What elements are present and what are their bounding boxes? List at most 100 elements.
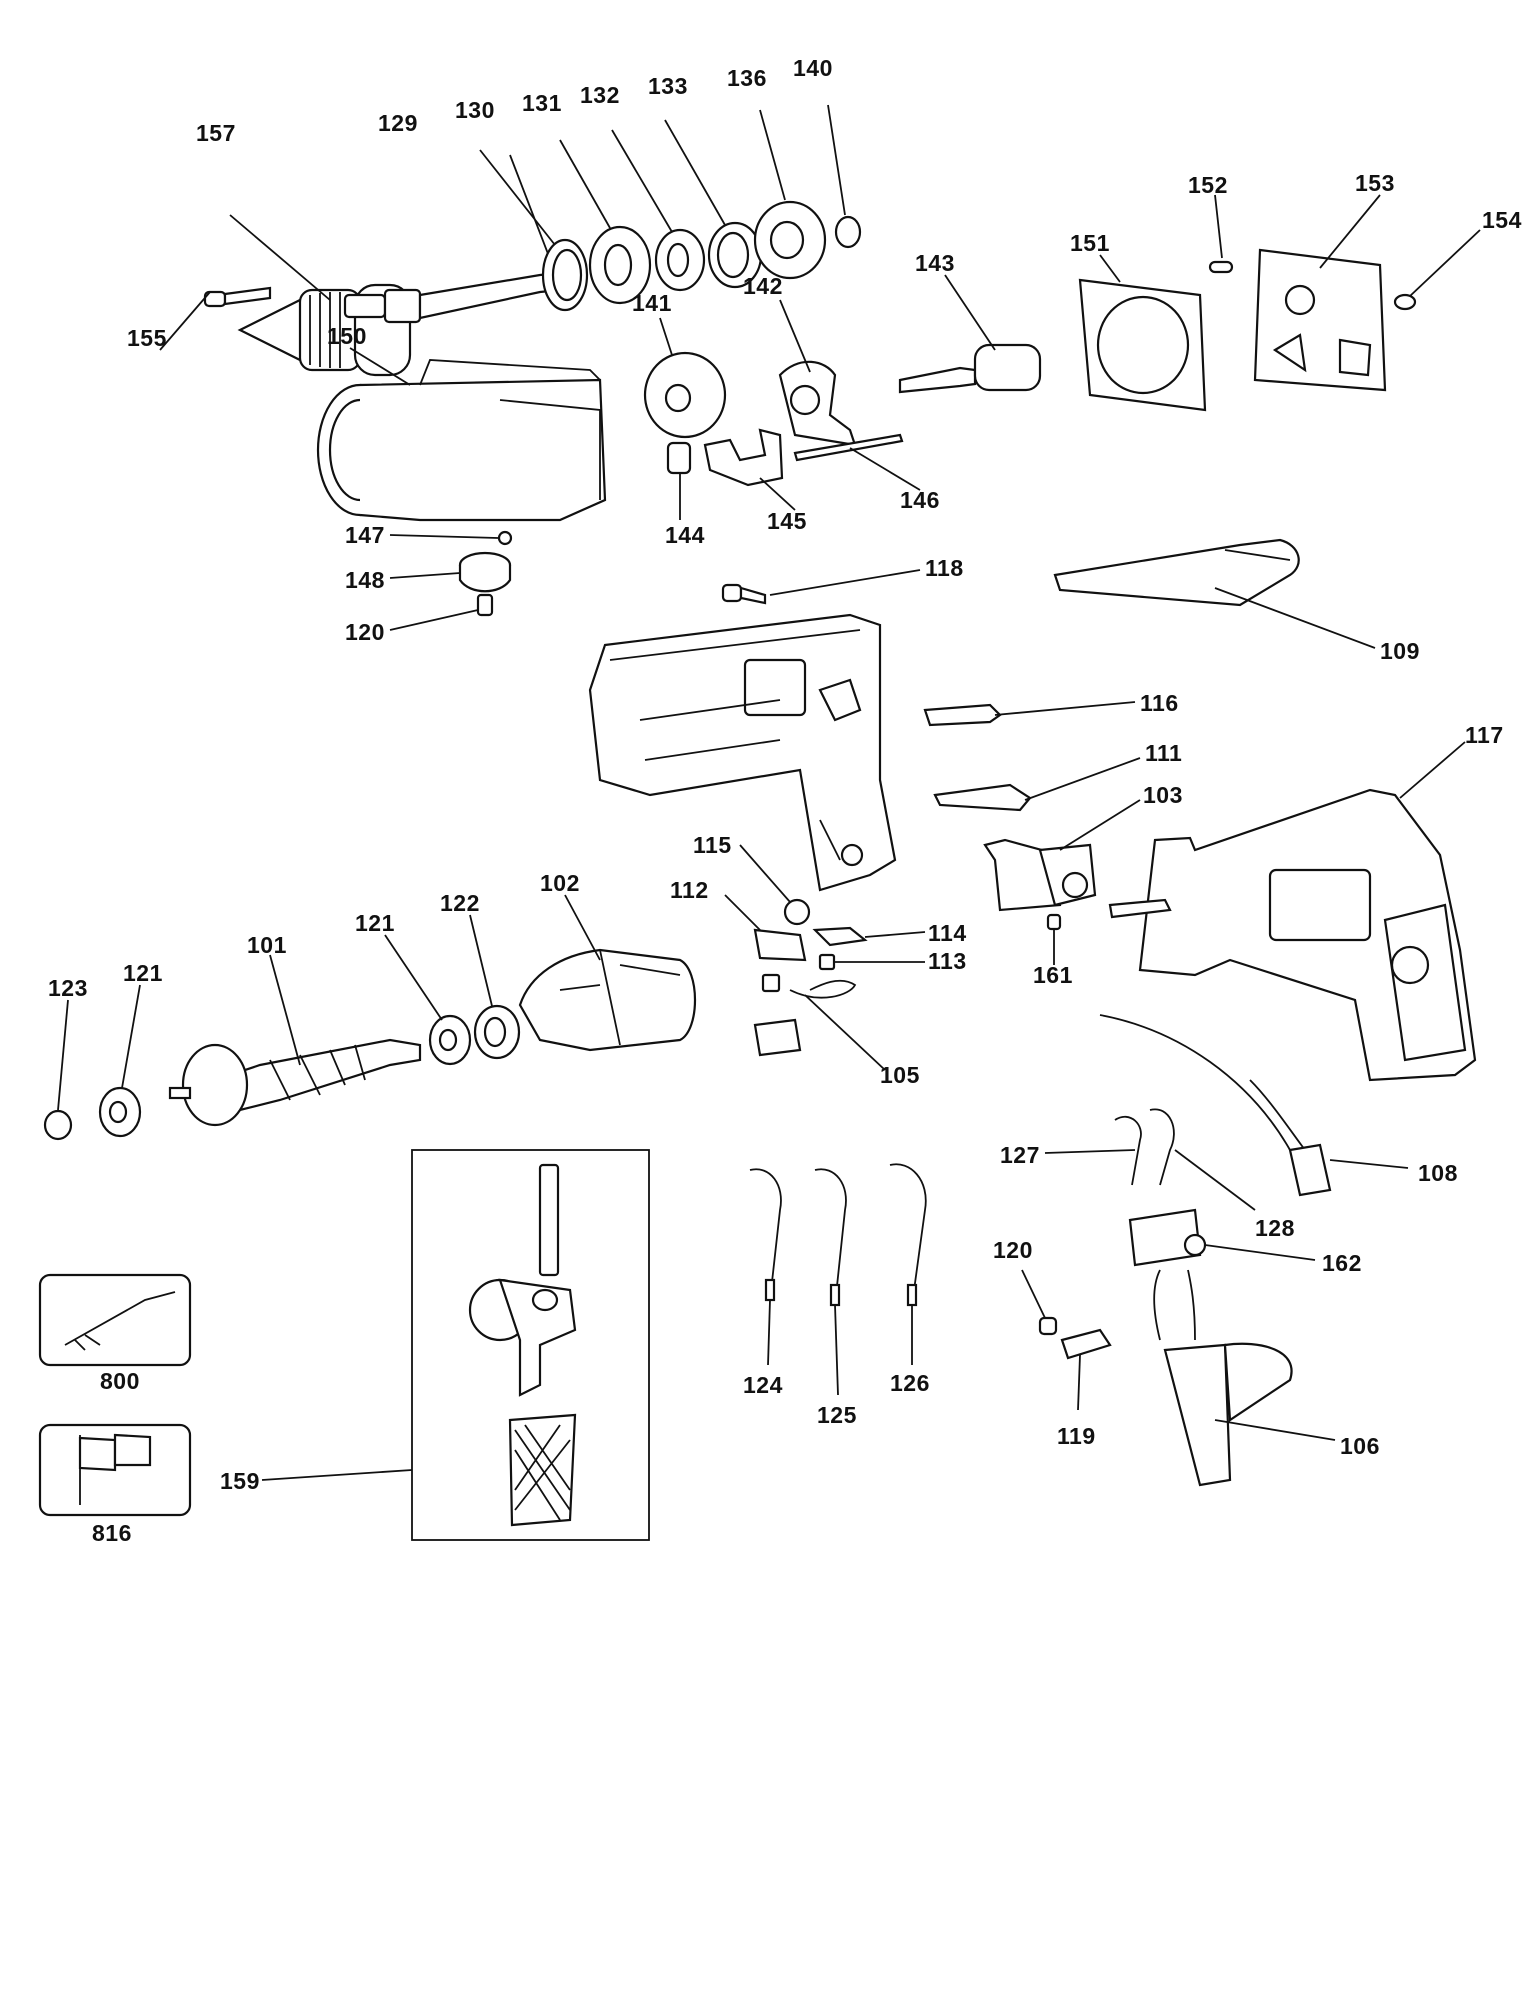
part-140-retaining-ring: [827, 104, 862, 249]
part-117-housing-right: [1108, 741, 1477, 1082]
callout-128: 128: [1255, 1215, 1295, 1241]
callout-117: 117: [1465, 722, 1504, 748]
part-106-cord-protector: [1153, 1269, 1336, 1487]
part-122-bearing: [469, 914, 521, 1060]
part-159-side-handle-assembly: [261, 1149, 650, 1541]
part-133-ring: [664, 119, 763, 289]
part-126-lead: [889, 1163, 927, 1365]
part-141-gear: [643, 317, 727, 439]
callout-130: 130: [455, 97, 495, 123]
part-153-gear-plate: [1253, 194, 1387, 392]
callout-816: 816: [92, 1520, 132, 1546]
callout-121-a: 121: [355, 910, 395, 936]
part-108-cord: [1099, 1014, 1409, 1197]
callout-127: 127: [1000, 1142, 1040, 1168]
callout-140: 140: [793, 55, 833, 81]
callout-122: 122: [440, 890, 480, 916]
callout-145: 145: [767, 508, 807, 534]
callout-143: 143: [915, 250, 955, 276]
part-128-lead: [1149, 1108, 1256, 1211]
part-161-screw: [1046, 913, 1062, 965]
part-109-nameplate: [1053, 538, 1376, 649]
part-162-terminal-block: [1128, 1208, 1316, 1267]
part-116-switch-actuator: [923, 701, 1136, 727]
callout-124: 124: [743, 1372, 783, 1398]
callout-125: 125: [817, 1402, 857, 1428]
callout-150: 150: [327, 323, 367, 349]
callout-151: 151: [1070, 230, 1110, 256]
callout-800: 800: [100, 1368, 140, 1394]
callout-123: 123: [48, 975, 88, 1001]
part-150-gear-case: [316, 347, 607, 522]
part-148-knob: [389, 551, 512, 593]
part-142-shift-lever: [778, 299, 857, 447]
part-112-brush-holder: [724, 894, 807, 962]
part-145-bracket: [703, 428, 796, 511]
callout-121-b: 121: [123, 960, 163, 986]
part-114-terminal: [812, 926, 926, 947]
callout-155: 155: [127, 325, 167, 351]
callout-120-b: 120: [993, 1237, 1033, 1263]
part-136-ball-bearing: [753, 109, 827, 280]
callout-106: 106: [1340, 1433, 1380, 1459]
callout-111: 111: [1145, 740, 1183, 766]
part-125-lead: [814, 1168, 847, 1396]
callout-105: 105: [880, 1062, 920, 1088]
part-121-bearing-b: [98, 984, 142, 1138]
callout-131: 131: [522, 90, 562, 116]
part-130-ring: [479, 149, 589, 312]
part-147-ball: [389, 530, 513, 546]
callout-133: 133: [648, 73, 688, 99]
callout-141: 141: [632, 290, 672, 316]
callout-119: 119: [1057, 1423, 1096, 1449]
callout-113: 113: [928, 948, 967, 974]
callout-157: 157: [196, 120, 236, 146]
part-800-accessory-tool: [38, 1273, 192, 1367]
callout-103: 103: [1143, 782, 1183, 808]
callout-152: 152: [1188, 172, 1228, 198]
part-121-bearing-a: [384, 934, 472, 1066]
callout-108: 108: [1418, 1160, 1458, 1186]
part-144-spring-plunger: [666, 441, 692, 520]
part-103-switch: [983, 799, 1141, 912]
part-105-brush-spring: [753, 973, 886, 1071]
callout-136: 136: [727, 65, 767, 91]
part-119-cord-clamp: [1060, 1328, 1112, 1411]
part-101-armature: [168, 954, 422, 1127]
part-132-washer: [611, 129, 706, 292]
part-816-flag: [38, 1423, 192, 1517]
callout-116: 116: [1140, 690, 1179, 716]
part-124-lead: [749, 1168, 782, 1366]
part-152-pin: [1208, 194, 1234, 274]
callout-144: 144: [665, 522, 705, 548]
callout-161: 161: [1033, 962, 1073, 988]
callout-129: 129: [378, 110, 418, 136]
part-123-nut: [43, 999, 73, 1141]
callout-142: 142: [743, 273, 783, 299]
callout-159: 159: [220, 1468, 260, 1494]
callout-146: 146: [900, 487, 940, 513]
callout-115: 115: [693, 832, 732, 858]
part-146-rod: [793, 433, 921, 491]
part-115-spring: [739, 844, 811, 926]
callout-101: 101: [247, 932, 287, 958]
part-154-bushing: [1393, 229, 1481, 311]
part-102-field: [518, 894, 696, 1052]
callout-109: 109: [1380, 638, 1420, 664]
callout-112: 112: [670, 877, 709, 903]
callout-126: 126: [890, 1370, 930, 1396]
part-120-screw-b: [1021, 1269, 1058, 1336]
part-151-gasket: [1078, 254, 1207, 412]
callout-148: 148: [345, 567, 385, 593]
callout-154: 154: [1482, 207, 1522, 233]
callout-147: 147: [345, 522, 385, 548]
part-113-brush: [818, 953, 925, 971]
part-120-screw-a: [389, 593, 494, 631]
part-118-screw: [721, 569, 921, 605]
callout-114: 114: [928, 920, 967, 946]
callout-118: 118: [925, 555, 964, 581]
part-155-screw: [159, 286, 272, 351]
part-131-bearing: [559, 139, 652, 305]
callout-153: 153: [1355, 170, 1395, 196]
